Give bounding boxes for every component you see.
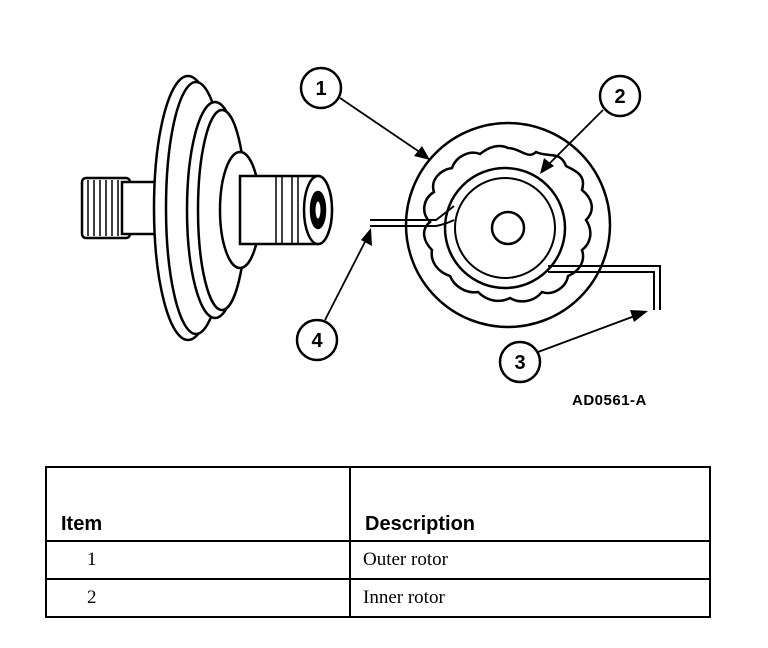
table-header-row: Item Description	[45, 466, 711, 542]
row-description: Inner rotor	[349, 578, 711, 618]
callout-1-circle	[299, 66, 343, 110]
callout-leaders	[324, 97, 641, 353]
feeler-gauge-left	[370, 205, 455, 227]
callout-3-label: 3	[514, 352, 525, 374]
callout-2-circle	[598, 74, 642, 118]
table-row: 2 Inner rotor	[45, 578, 711, 618]
row-item: 2	[45, 578, 351, 618]
callouts	[295, 66, 642, 384]
header-item: Item	[45, 466, 351, 542]
rotor-center-bore	[490, 210, 526, 246]
parts-table: Item Description 1 Outer rotor 2 Inner r…	[45, 466, 711, 618]
header-description: Description	[349, 466, 711, 542]
oil-pump-diagram: 1 2 3 4	[80, 66, 661, 384]
callout-1-label: 1	[315, 78, 326, 100]
callout-2-label: 2	[614, 86, 625, 108]
figure-code: AD0561-A	[572, 392, 647, 409]
callout-4-label: 4	[311, 330, 323, 352]
row-item: 1	[45, 540, 351, 580]
rotor-assembly	[370, 121, 661, 329]
table-row: 1 Outer rotor	[45, 540, 711, 580]
feeler-gauge-right	[548, 265, 661, 310]
row-description: Outer rotor	[349, 540, 711, 580]
callout-3-circle	[498, 340, 542, 384]
callout-arrowheads	[361, 146, 648, 322]
drive-shaft-assembly	[80, 74, 334, 342]
callout-4-circle	[295, 318, 339, 362]
